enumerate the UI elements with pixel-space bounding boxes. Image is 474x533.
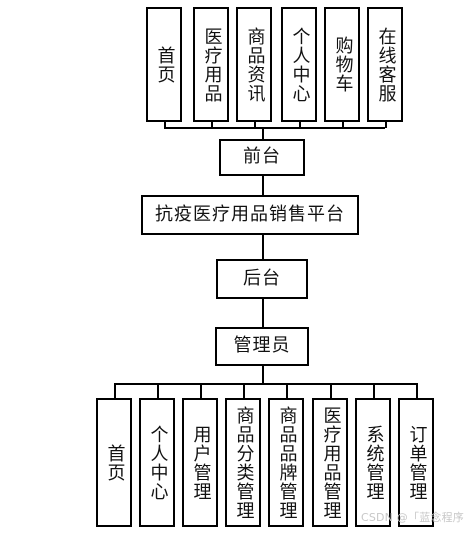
top-drop-product-news: [254, 122, 256, 128]
bottom-bus-line: [114, 383, 417, 385]
bottom-module-personal-center-label: 个人中心: [147, 424, 169, 501]
front-label: 前台: [243, 146, 281, 168]
admin-box: 管理员: [215, 327, 309, 366]
watermark-text: CSDN @「蓝念程序: [360, 511, 464, 524]
bottom-module-brand-management-box: 商品品牌管理: [268, 398, 304, 527]
bottom-drop-brand-management: [286, 383, 288, 398]
top-module-product-news-box: 商品资讯: [236, 7, 272, 122]
bottom-module-personal-center-box: 个人中心: [139, 398, 175, 527]
top-drop-cart: [342, 122, 344, 128]
bottom-module-system-management-label: 系统管理: [363, 424, 385, 501]
bottom-module-user-management-box: 用户管理: [182, 398, 218, 527]
bottom-module-order-management-label: 订单管理: [406, 424, 428, 501]
platform-box: 抗疫医疗用品销售平台: [141, 195, 359, 235]
top-drop-home: [164, 122, 166, 128]
top-bus-line: [164, 127, 385, 129]
top-module-cart-label: 购物车: [332, 36, 354, 93]
back-label: 后台: [243, 267, 281, 289]
bottom-drop-personal-center: [157, 383, 159, 398]
bottom-module-home-box: 首页: [96, 398, 132, 527]
bottom-drop-order-management: [416, 383, 418, 398]
front-box: 前台: [219, 139, 305, 176]
top-module-home-box: 首页: [146, 7, 182, 122]
top-module-product-news-label: 商品资讯: [244, 26, 266, 103]
bottom-module-medical-supply-management-box: 医疗用品管理: [312, 398, 348, 527]
bottom-module-system-management-box: 系统管理: [355, 398, 391, 527]
front-to-platform-line: [262, 176, 264, 195]
back-box: 后台: [216, 259, 308, 299]
bottom-module-brand-management-label: 商品品牌管理: [276, 405, 298, 520]
bottom-module-category-management-label: 商品分类管理: [233, 405, 255, 520]
bottom-module-category-management-box: 商品分类管理: [225, 398, 261, 527]
bottom-drop-system-management: [373, 383, 375, 398]
top-module-online-service-label: 在线客服: [375, 26, 397, 103]
bottom-module-medical-supply-management-label: 医疗用品管理: [320, 405, 342, 520]
top-module-cart-box: 购物车: [324, 7, 360, 122]
top-module-personal-center-box: 个人中心: [281, 7, 317, 122]
bottom-drop-home: [114, 383, 116, 398]
bottom-module-home-label: 首页: [104, 443, 126, 482]
top-drop-medical-supplies: [211, 122, 213, 128]
top-module-online-service-box: 在线客服: [367, 7, 403, 122]
platform-to-back-line: [262, 235, 264, 259]
bottom-module-user-management-label: 用户管理: [190, 424, 212, 501]
bottom-drop-medical-supply-management: [330, 383, 332, 398]
top-module-medical-supplies-box: 医疗用品: [193, 7, 229, 122]
top-drop-personal-center: [299, 122, 301, 128]
top-module-personal-center-label: 个人中心: [289, 26, 311, 103]
top-to-front-line: [262, 127, 264, 139]
bottom-drop-category-management: [243, 383, 245, 398]
bottom-module-order-management-box: 订单管理: [398, 398, 434, 527]
top-module-medical-supplies-label: 医疗用品: [201, 26, 223, 103]
back-to-admin-line: [262, 299, 264, 327]
admin-label: 管理员: [233, 335, 291, 357]
top-module-home-label: 首页: [154, 45, 176, 84]
top-drop-online-service: [385, 122, 387, 128]
admin-to-bottom-line: [262, 366, 264, 383]
platform-label: 抗疫医疗用品销售平台: [155, 203, 345, 225]
bottom-drop-user-management: [200, 383, 202, 398]
